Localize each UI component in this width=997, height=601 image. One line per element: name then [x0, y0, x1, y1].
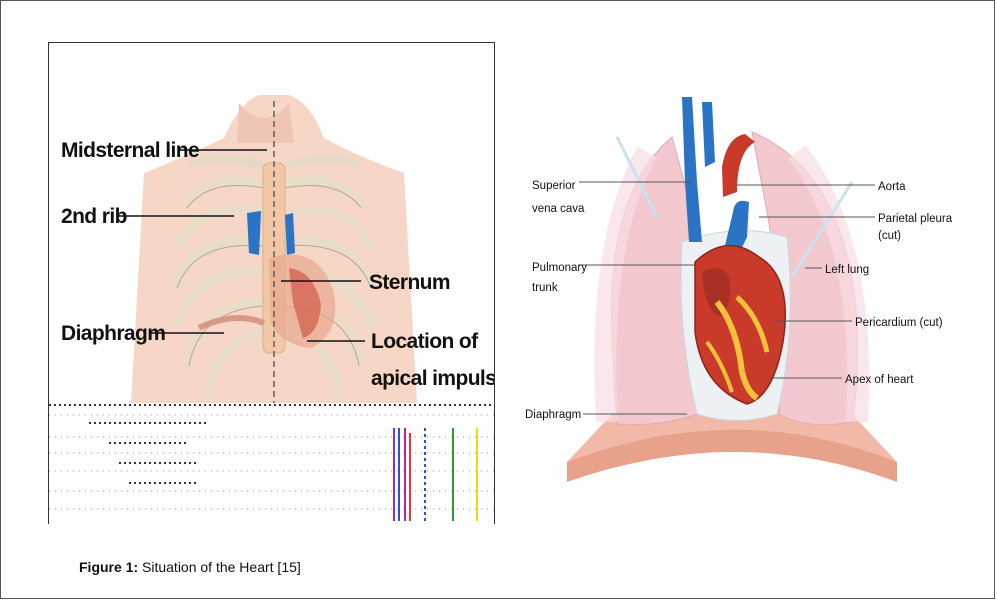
label-left-lung: Left lung	[825, 264, 869, 276]
label-vena-cava: vena cava	[532, 203, 585, 215]
aortic-arch	[722, 134, 755, 197]
label-apical-impulse: apical impulse	[371, 367, 494, 390]
figure-caption: Figure 1: Situation of the Heart [15]	[79, 559, 301, 575]
label-diaphragm-right: Diaphragm	[525, 409, 581, 421]
label-pericardium: Pericardium (cut)	[855, 317, 943, 329]
chest-illustration: Midsternal line 2nd rib Sternum Diaphrag…	[49, 43, 494, 524]
chest-landmarks-image: Midsternal line 2nd rib Sternum Diaphrag…	[48, 42, 495, 524]
label-location-of: Location of	[371, 330, 479, 353]
label-diaphragm-left: Diaphragm	[61, 322, 165, 345]
caption-text: Situation of the Heart [15]	[138, 559, 301, 575]
label-aorta: Aorta	[878, 181, 906, 193]
caption-label: Figure 1:	[79, 559, 138, 575]
label-pleura-cut: (cut)	[878, 230, 901, 242]
label-sternum: Sternum	[369, 271, 450, 294]
label-superior: Superior	[532, 180, 576, 192]
vessel-blue-left	[247, 211, 261, 255]
label-pulmonary: Pulmonary	[532, 262, 587, 274]
label-trunk: trunk	[532, 282, 558, 294]
heart-illustration: Superior vena cava Pulmonary trunk Diaph…	[497, 42, 965, 523]
label-midsternal-line: Midsternal line	[61, 139, 199, 162]
label-2nd-rib: 2nd rib	[61, 205, 127, 228]
brachiocephalic-vein	[702, 102, 715, 167]
label-apex: Apex of heart	[845, 374, 914, 386]
heart-thorax-image: Superior vena cava Pulmonary trunk Diaph…	[497, 42, 965, 523]
label-parietal-pleura: Parietal pleura	[878, 213, 953, 225]
image-artifact-band	[49, 403, 494, 524]
